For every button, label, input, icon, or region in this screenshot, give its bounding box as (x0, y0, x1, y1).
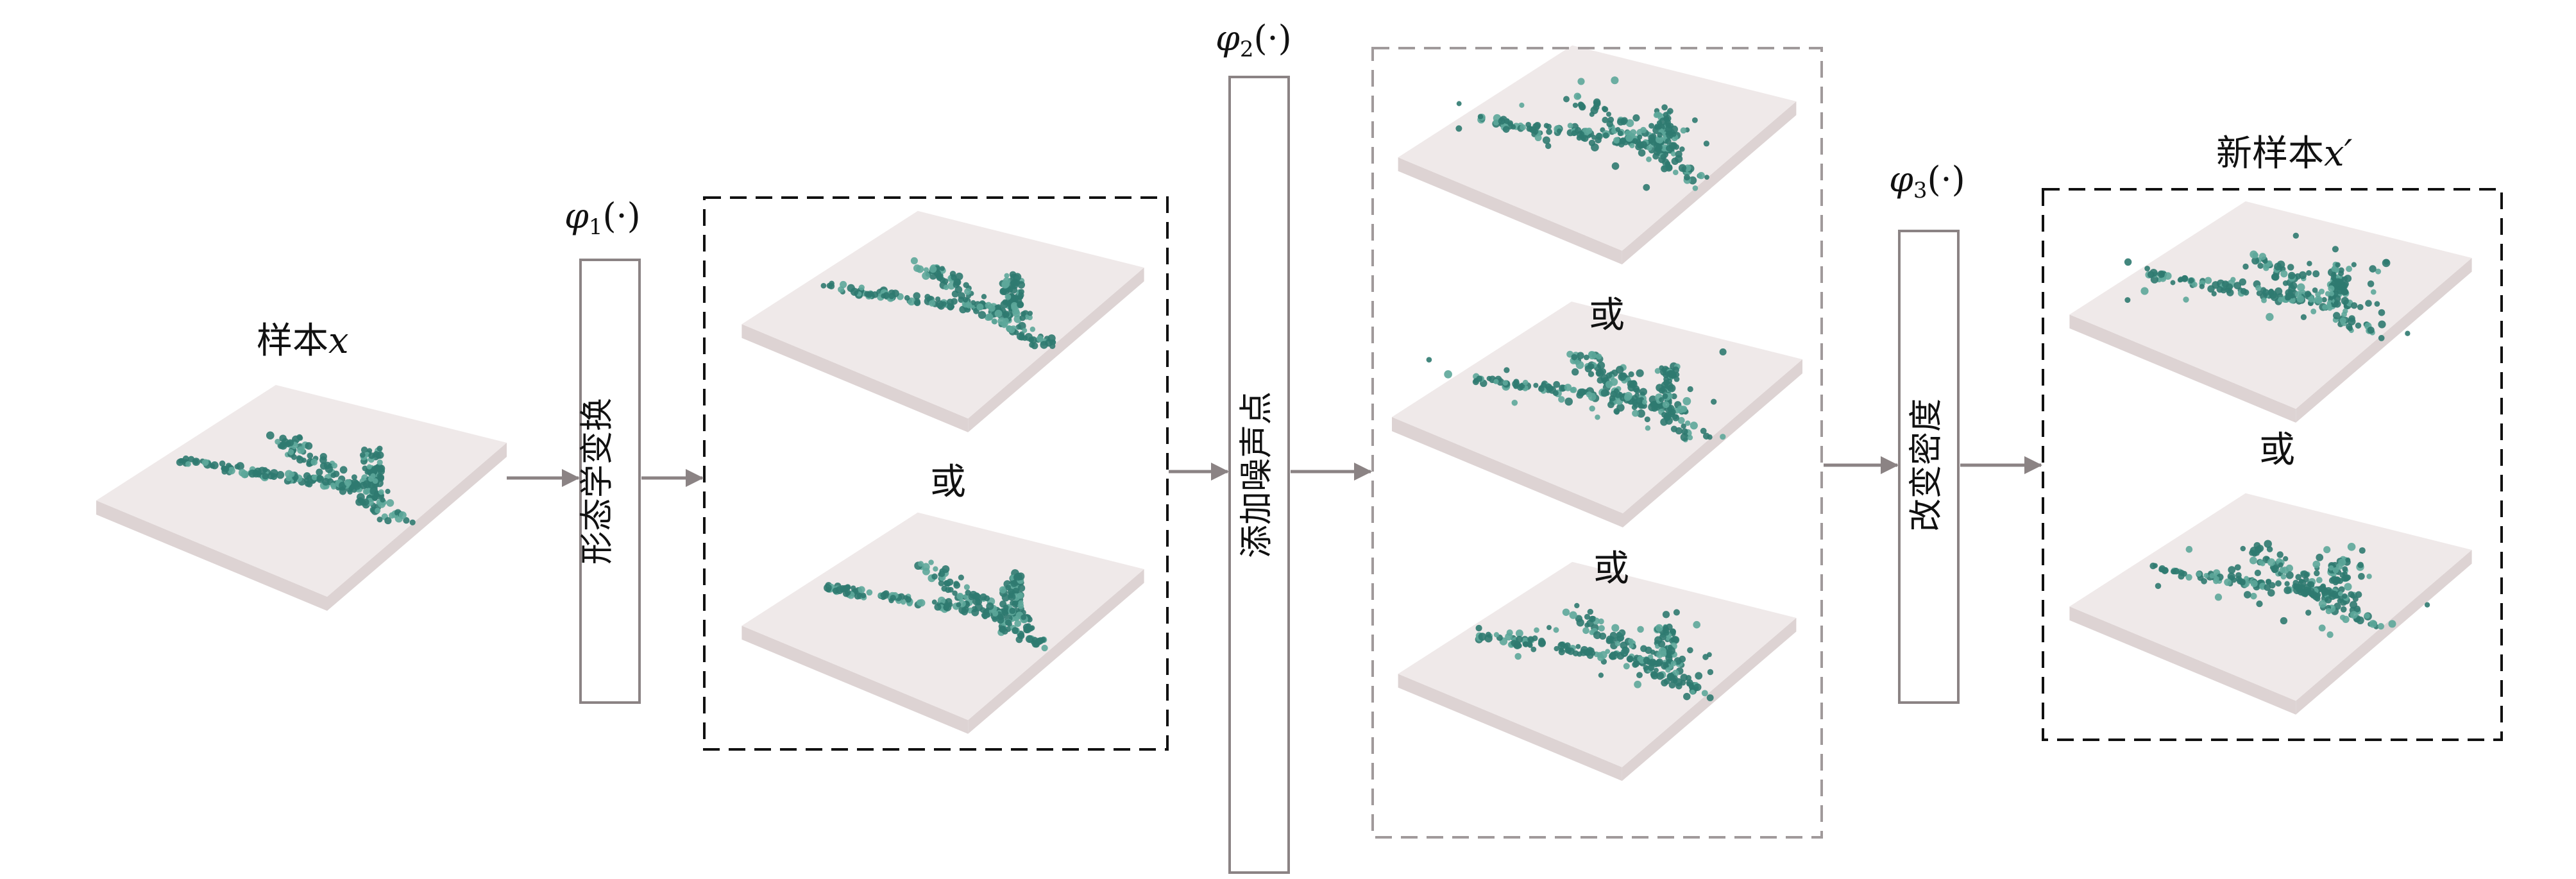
op-fn-1: φ1(·) (564, 196, 641, 240)
op-label-2: 添加噪声点 (1238, 391, 1276, 558)
op-fn-2: φ2(·) (1216, 18, 1292, 62)
op-label-3: 改变密度 (1908, 398, 1946, 532)
container-density (2042, 188, 2503, 741)
op-fn-3: φ3(·) (1889, 159, 1965, 203)
or-label-4: 或 (2259, 429, 2295, 471)
op-box-3 (1898, 230, 1960, 704)
plate-noise-3 (1398, 561, 1797, 781)
plate-density-1 (2069, 201, 2472, 423)
sample-label: 样本x (257, 320, 349, 362)
plate-noise-2 (1392, 302, 1802, 527)
or-label-1: 或 (930, 461, 966, 503)
plate-morph-2 (741, 512, 1144, 734)
container-morph (703, 196, 1169, 751)
plate-sample (96, 385, 507, 611)
op-label-1: 形态学变换 (579, 398, 617, 565)
container-noise (1371, 47, 1823, 839)
plate-morph-1 (741, 210, 1144, 432)
new-sample-label: 新样本x′ (2216, 133, 2353, 175)
or-label-3: 或 (1593, 548, 1629, 590)
op-box-1 (579, 259, 641, 704)
point-cloud-plates (96, 45, 2472, 781)
plate-noise-1 (1398, 45, 1797, 265)
plate-density-2 (2069, 493, 2472, 715)
or-label-2: 或 (1589, 294, 1625, 336)
op-box-2 (1228, 76, 1290, 874)
